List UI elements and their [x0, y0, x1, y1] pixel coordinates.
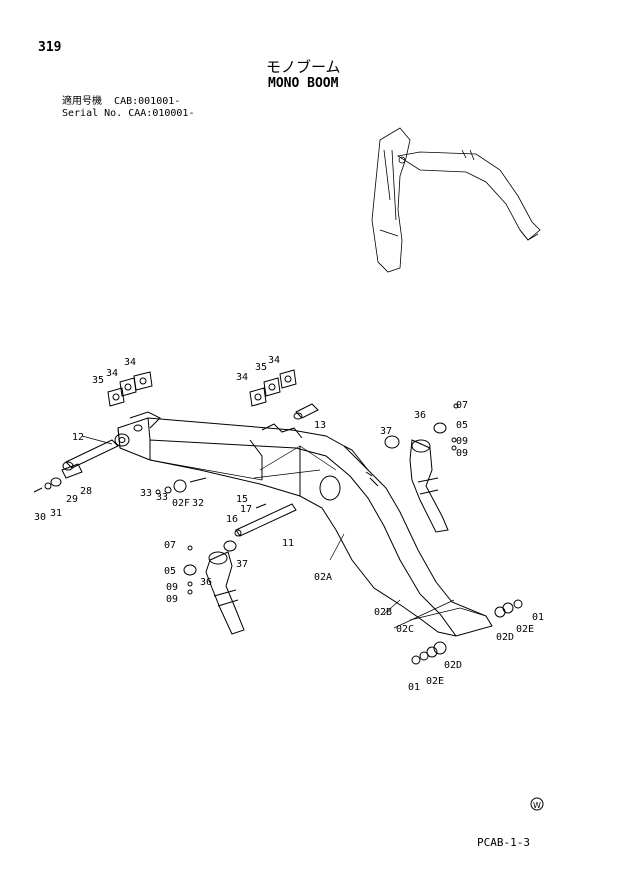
- callout-09: 09: [456, 436, 468, 447]
- callout-07: 07: [456, 400, 468, 411]
- footer-code: PCAB-1-3: [477, 836, 530, 849]
- callout-28: 28: [80, 486, 92, 497]
- cylinder-right: [384, 403, 459, 533]
- callout-16: 16: [226, 514, 238, 525]
- callout-29: 29: [66, 494, 78, 505]
- callout-30: 30: [34, 512, 46, 523]
- callout-01: 01: [532, 612, 544, 623]
- callout-33: 33: [156, 492, 168, 503]
- callout-07: 07: [164, 540, 176, 551]
- boom-body: [117, 417, 493, 637]
- callout-02d: 02D: [496, 632, 514, 643]
- callout-09: 09: [456, 448, 468, 459]
- pin-11: [234, 503, 297, 537]
- mark-letter: W: [533, 801, 541, 810]
- excavator-thumbnail: [371, 127, 541, 273]
- callout-15: 15: [236, 494, 248, 505]
- callout-37: 37: [236, 559, 248, 570]
- pin-13: [293, 403, 319, 420]
- title-japanese: モノブーム: [266, 58, 341, 76]
- callout-13: 13: [314, 420, 326, 431]
- serial-label-en: Serial No.: [62, 108, 123, 119]
- pin-12: [61, 439, 119, 479]
- callout-32: 32: [192, 498, 204, 509]
- page-number: 319: [38, 40, 62, 55]
- callout-02f: 02F: [172, 498, 190, 509]
- serial-block: 適用号機 CAB:001001- Serial No. CAA:010001-: [62, 96, 194, 120]
- callout-09: 09: [166, 594, 178, 605]
- callout-34: 34: [268, 355, 280, 366]
- callout-34: 34: [236, 372, 248, 383]
- callout-09: 09: [166, 582, 178, 593]
- title-english: MONO BOOM: [268, 76, 339, 91]
- callout-36: 36: [200, 577, 212, 588]
- callout-02c: 02C: [396, 624, 414, 635]
- callout-11: 11: [282, 538, 294, 549]
- callout-02b: 02B: [374, 607, 392, 618]
- shim-plates-center: [249, 369, 297, 407]
- boom-lug: [261, 423, 303, 439]
- callout-37: 37: [380, 426, 392, 437]
- callout-35: 35: [255, 362, 267, 373]
- callout-01: 01: [408, 682, 420, 693]
- callout-02e: 02E: [426, 676, 444, 687]
- serial-value-1: CAB:001001-: [114, 96, 181, 107]
- callout-12: 12: [72, 432, 84, 443]
- hardware-left: [33, 477, 267, 509]
- cylinder-left: [183, 540, 245, 635]
- boom-foot: [114, 411, 161, 447]
- callout-36: 36: [414, 410, 426, 421]
- serial-label-jp: 適用号機: [62, 96, 102, 107]
- callout-02d: 02D: [444, 660, 462, 671]
- callout-02e: 02E: [516, 624, 534, 635]
- callout-17: 17: [240, 504, 252, 515]
- circled-mark: [530, 797, 544, 811]
- serial-value-2: CAA:010001-: [128, 108, 195, 119]
- leader-lines: [81, 435, 487, 629]
- callout-05: 05: [456, 420, 468, 431]
- callout-34: 34: [106, 368, 118, 379]
- callout-31: 31: [50, 508, 62, 519]
- shim-plates-left: [107, 371, 153, 407]
- callout-35: 35: [92, 375, 104, 386]
- callout-34: 34: [124, 357, 136, 368]
- callout-02a: 02A: [314, 572, 332, 583]
- tip-bushings: [411, 599, 523, 665]
- callout-05: 05: [164, 566, 176, 577]
- callout-33: 33: [140, 488, 152, 499]
